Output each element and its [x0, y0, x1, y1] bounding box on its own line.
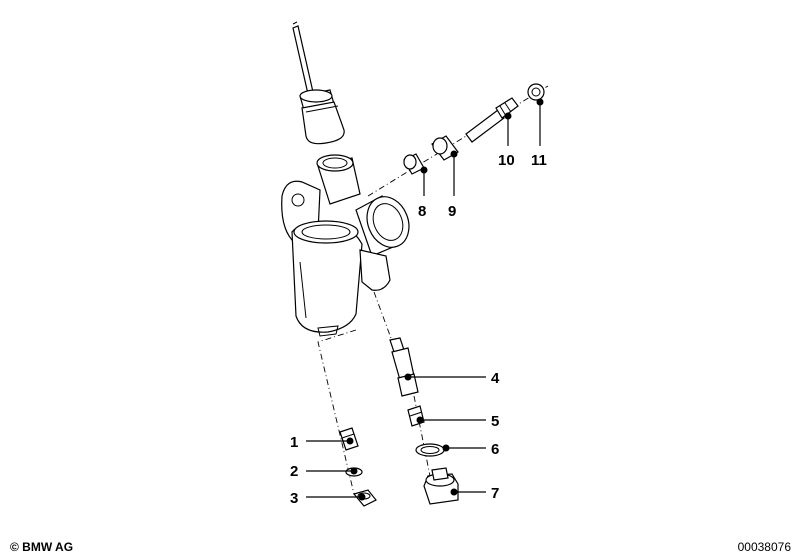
callout-11: 11 [531, 152, 547, 169]
callout-3: 3 [290, 490, 298, 507]
callout-7: 7 [491, 485, 499, 502]
callout-1: 1 [290, 434, 298, 451]
callout-10: 10 [498, 152, 515, 169]
leader-lines [306, 98, 544, 501]
diagram-id: 00038076 [737, 540, 791, 554]
callout-6: 6 [491, 441, 499, 458]
callout-5: 5 [491, 413, 499, 430]
seal-ring-6[interactable] [415, 443, 445, 457]
temperature-sensor-10[interactable] [465, 97, 519, 143]
copyright-notice: © BMW AG [10, 540, 74, 554]
screw-plug-7[interactable] [423, 467, 459, 505]
oil-filler-housing[interactable] [281, 154, 417, 337]
callout-9: 9 [448, 203, 456, 220]
oil-pressure-sensor-4[interactable] [389, 337, 419, 397]
oil-dipstick[interactable] [292, 21, 345, 145]
callout-8: 8 [418, 203, 426, 220]
callout-2: 2 [290, 463, 298, 480]
callout-4: 4 [491, 370, 500, 387]
nut-11[interactable] [527, 83, 545, 101]
